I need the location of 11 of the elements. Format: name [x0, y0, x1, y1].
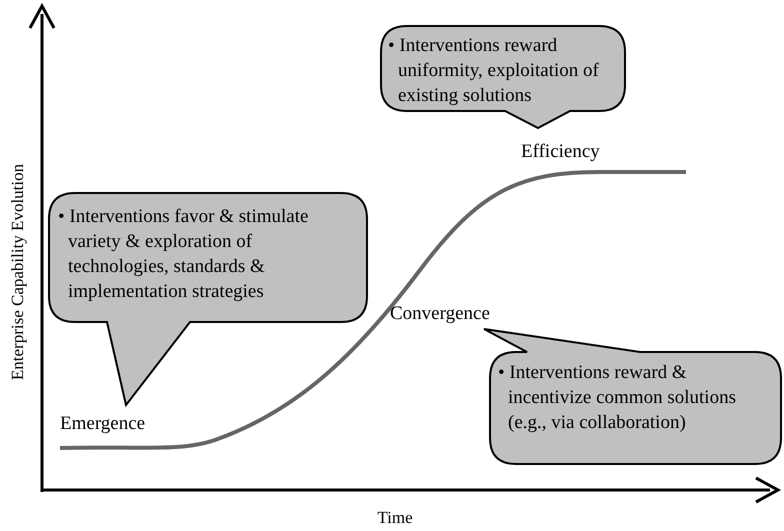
stage-label: Emergence — [60, 412, 146, 436]
callout-text: • Interventions reward & incentivize common solutions (e.g., via collaboration) — [498, 361, 737, 435]
axis-title: Enterprise Capability Evolution — [8, 164, 28, 380]
stage-label: Convergence — [390, 302, 490, 326]
axis-title: Time — [377, 508, 413, 528]
speech-bubble — [380, 25, 626, 130]
stage-label: Efficiency — [521, 140, 600, 164]
speech-bubble — [48, 192, 368, 407]
callout-text: • Interventions favor & stimulate variety & exploration of technologies, standards & implementation strategies — [58, 205, 310, 304]
speech-bubble — [482, 327, 783, 466]
callout-text: • Interventions reward uniformity, exploitation of existing solutions — [388, 34, 600, 108]
